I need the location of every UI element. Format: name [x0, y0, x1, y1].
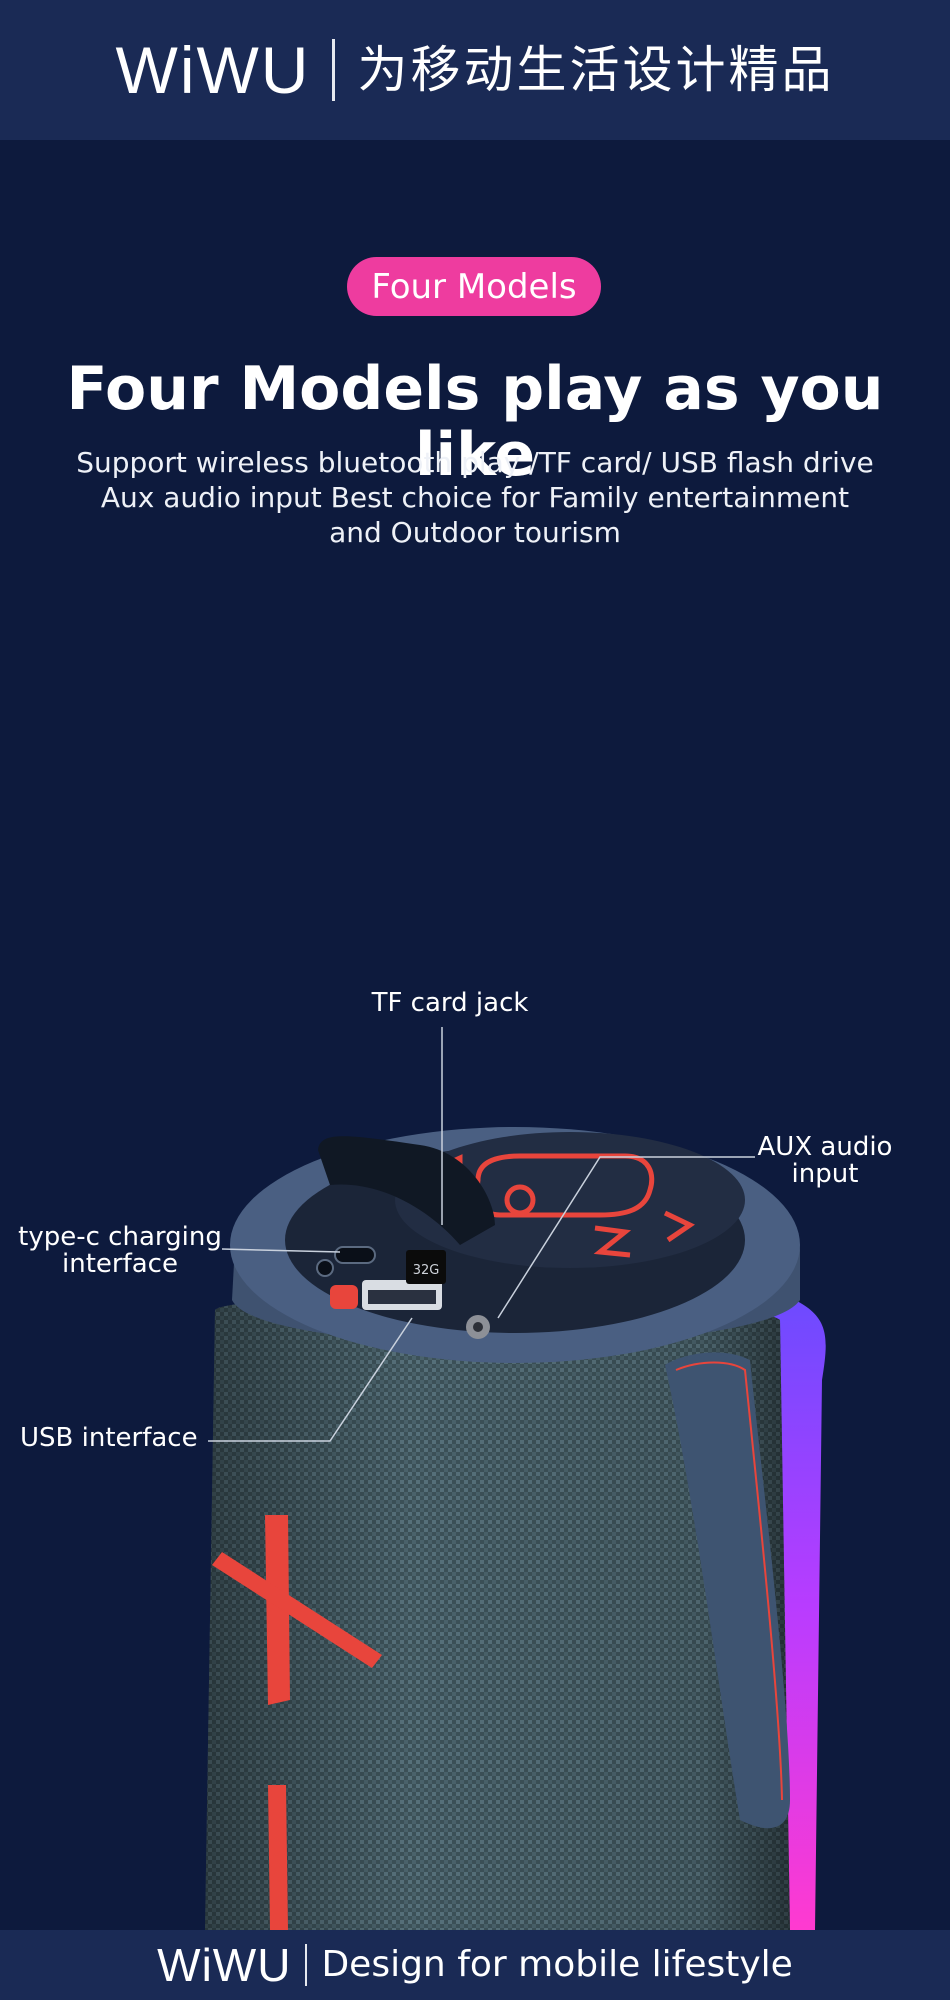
footer-bar: WiWU Design for mobile lifestyle: [0, 1930, 950, 2000]
strap: [665, 1352, 790, 1829]
callout-aux: AUX audio input: [740, 1134, 910, 1188]
callout-typec-line: interface: [62, 1249, 178, 1279]
footer-slogan: Design for mobile lifestyle: [321, 1944, 793, 1985]
callout-aux-line: input: [791, 1159, 859, 1189]
header-bar: WiWU 为移动生活设计精品: [0, 0, 950, 140]
page-title: Four Models play as you like: [66, 354, 884, 490]
subtitle-line: Aux audio input Best choice for Family e…: [100, 481, 850, 514]
callout-typec: type-c charging interface: [10, 1224, 230, 1278]
callout-typec-line: type-c charging: [18, 1222, 222, 1252]
callout-usb: USB interface: [20, 1423, 198, 1453]
callout-aux-line: AUX audio: [757, 1132, 893, 1162]
header-divider: [332, 39, 336, 101]
red-cross-accent: [212, 1515, 382, 1930]
port-flap: [318, 1136, 495, 1245]
subtitle-line: and Outdoor tourism: [329, 516, 621, 549]
speaker-illustration: 32G: [205, 1027, 826, 1930]
red-switch: [330, 1285, 358, 1309]
footer-logo: WiWU: [157, 1939, 292, 1991]
subtitle: Support wireless bluetooth play /TF card…: [0, 445, 950, 550]
callout-tf-card: TF card jack: [371, 988, 529, 1018]
sd-card: [406, 1250, 446, 1284]
subtitle-line: Support wireless bluetooth play /TF card…: [76, 446, 874, 479]
models-badge: Four Models: [347, 257, 601, 316]
footer-divider: [305, 1944, 308, 1986]
header-slogan: 为移动生活设计精品: [357, 41, 835, 99]
brand-logo: WiWU: [115, 33, 311, 107]
typec-port: [334, 1246, 376, 1264]
callout-lines: [208, 1027, 755, 1442]
sd-card-label: 32G: [413, 1263, 440, 1278]
